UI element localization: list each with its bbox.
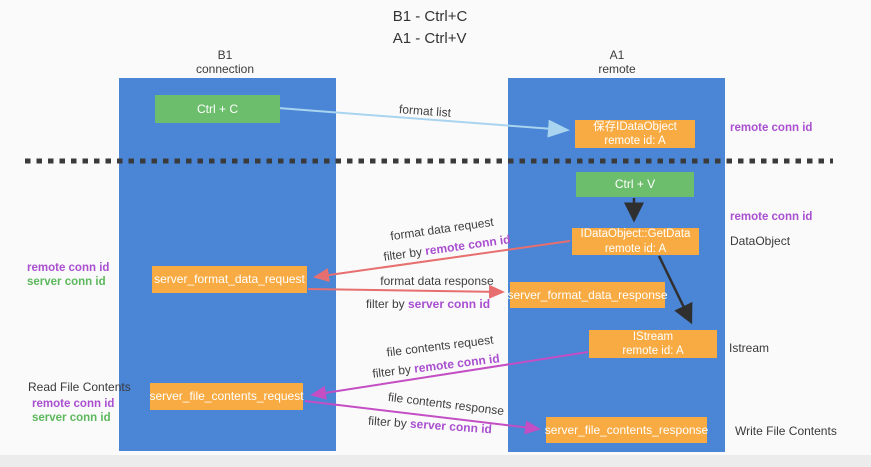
- node-server-format-data-request: server_format_data_request: [152, 266, 307, 293]
- lane-right-subtitle: remote: [598, 62, 636, 76]
- lane-right-title: A1: [609, 48, 625, 62]
- node-save-idataobject-line2: remote id: A: [604, 135, 666, 147]
- node-save-idataobject-line1: 保存IDataObject: [593, 120, 677, 133]
- annotation-remote-conn-id-bottom-left: remote conn id: [32, 398, 115, 410]
- node-ctrl-c-label: Ctrl + C: [196, 101, 238, 116]
- annotation-remote-conn-id-top-left: remote conn id: [27, 262, 110, 274]
- node-istream: IStream remote id: A: [589, 330, 717, 358]
- node-ctrl-v-label: Ctrl + V: [614, 177, 656, 191]
- node-server-format-data-response: server_format_data_response: [507, 282, 668, 308]
- arrow-file-contents-response: [304, 400, 541, 435]
- annotation-istream: Istream: [729, 341, 770, 355]
- node-save-idataobject: 保存IDataObject remote id: A: [575, 120, 695, 148]
- arrow-format-list: [277, 107, 570, 138]
- server-conn-id-key: server conn id: [407, 297, 491, 311]
- lane-header-left: B1 connection: [196, 48, 254, 76]
- annotation-remote-conn-id-top-right: remote conn id: [730, 122, 813, 134]
- arrow-format-data-request: [313, 240, 571, 282]
- node-ctrl-c: Ctrl + C: [155, 95, 280, 123]
- node-server-file-contents-response-label: server_file_contents_response: [544, 422, 709, 437]
- annotation-dataobject: DataObject: [730, 234, 791, 248]
- annotation-read-file-contents: Read File Contents: [28, 380, 131, 394]
- node-getdata-line1: IDataObject::GetData: [580, 228, 691, 241]
- node-ctrl-v: Ctrl + V: [576, 172, 694, 197]
- lane-left-title: B1: [217, 48, 233, 62]
- annotation-server-conn-id-top-left: server conn id: [27, 276, 106, 288]
- arrow-file-contents-request: [310, 351, 589, 400]
- node-server-file-contents-request-label: server_file_contents_request: [149, 389, 304, 403]
- filter-by-text: filter by: [367, 413, 411, 431]
- edge-label-format-data-response: format data response: [380, 274, 494, 288]
- title-line-2: A1 - Ctrl+V: [392, 30, 467, 47]
- node-istream-line1: IStream: [632, 330, 674, 343]
- node-server-format-data-request-label: server_format_data_request: [154, 272, 305, 286]
- node-server-file-contents-response: server_file_contents_response: [544, 417, 709, 443]
- lane-left-subtitle: connection: [195, 62, 255, 76]
- lane-header-right: A1 remote: [598, 48, 635, 76]
- bottom-strip: [0, 455, 871, 467]
- node-istream-line2: remote id: A: [622, 345, 684, 357]
- title-line-1: B1 - Ctrl+C: [392, 8, 468, 25]
- edge-label-format-data-response-filter: filter by server conn id: [366, 297, 490, 311]
- annotation-write-file-contents: Write File Contents: [735, 424, 837, 438]
- node-server-file-contents-request: server_file_contents_request: [149, 383, 304, 410]
- annotation-server-conn-id-bottom-left: server conn id: [32, 412, 111, 424]
- node-idataobject-getdata: IDataObject::GetData remote id: A: [572, 228, 699, 255]
- filter-by-text: filter by: [365, 297, 408, 311]
- node-getdata-line2: remote id: A: [604, 242, 667, 255]
- arrow-format-data-response: [307, 284, 505, 299]
- arrow-getdata-to-istream: [657, 255, 693, 325]
- node-server-format-data-response-label: server_format_data_response: [507, 287, 668, 302]
- annotation-remote-conn-id-mid-right: remote conn id: [730, 211, 813, 223]
- diagram-title: B1 - Ctrl+C A1 - Ctrl+V: [393, 6, 468, 50]
